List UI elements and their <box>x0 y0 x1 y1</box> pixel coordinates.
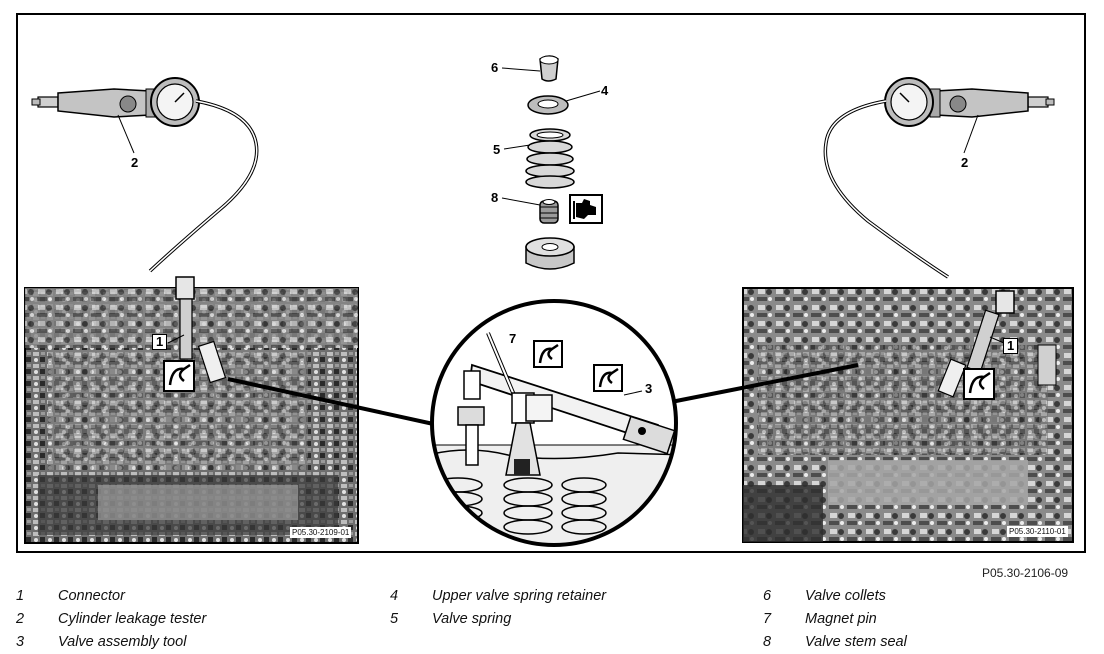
callout-tester-left: 2 <box>131 155 139 170</box>
callout-valve-spring: 5 <box>493 142 501 157</box>
engine-photo-left <box>24 276 359 544</box>
valve-parts-exploded <box>501 55 603 270</box>
callout-tester-right: 2 <box>961 155 969 170</box>
callout-upper-retainer: 4 <box>601 83 609 98</box>
callout-magnet-pin: 7 <box>509 331 517 346</box>
engine-photo-right <box>742 287 1074 543</box>
callout-valve-collets: 6 <box>491 60 499 75</box>
illustration-frame: P05.30-2109-01 P05.30-2110-01 6 4 5 8 2 … <box>16 13 1086 553</box>
callout-stem-seal: 8 <box>491 190 499 205</box>
photo-code-left: P05.30-2109-01 <box>290 527 352 538</box>
callout-connector-left: 1 <box>152 334 168 350</box>
technical-drawing <box>24 55 1074 547</box>
cylinder-leakage-tester-right <box>823 77 1055 279</box>
photo-code-right: P05.30-2110-01 <box>1007 526 1068 537</box>
cylinder-leakage-tester-left <box>31 77 259 273</box>
detail-circle <box>430 299 678 547</box>
callout-assembly-tool: 3 <box>645 381 653 396</box>
figure-code: P05.30-2106-09 <box>982 566 1069 580</box>
callout-connector-right: 1 <box>1003 338 1019 354</box>
